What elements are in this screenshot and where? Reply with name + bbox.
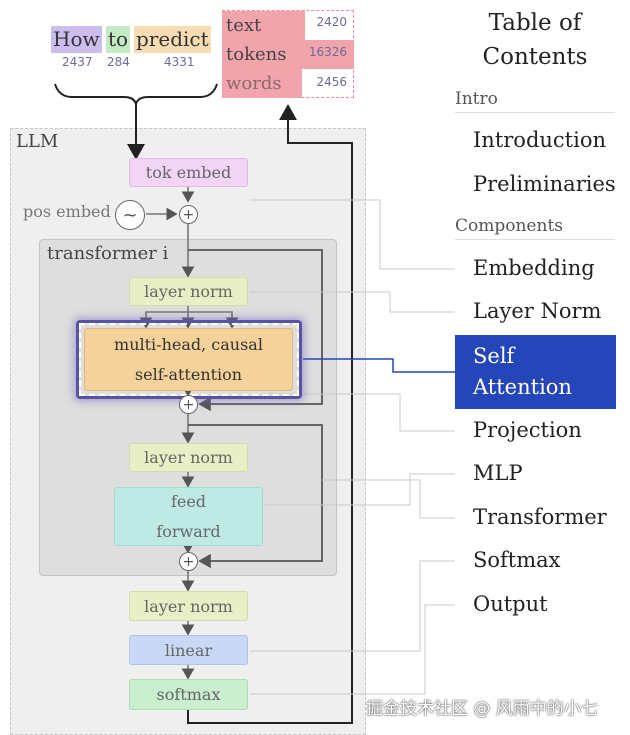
layer-norm-1-block[interactable]: layer norm bbox=[129, 277, 248, 306]
toc-item-self-attention[interactable]: Self Attention bbox=[455, 335, 616, 409]
layer-norm-final-block[interactable]: layer norm bbox=[129, 591, 248, 621]
toc-item-introduction[interactable]: Introduction bbox=[473, 128, 606, 152]
feed-forward-block[interactable]: feed forward bbox=[114, 487, 263, 546]
residual-2-plus-icon: + bbox=[179, 552, 198, 571]
toc-item-layer-norm[interactable]: Layer Norm bbox=[473, 299, 602, 323]
ffn-label-line2: forward bbox=[156, 521, 221, 541]
layer-norm-1-label: layer norm bbox=[144, 282, 233, 301]
toc-section-components: Components bbox=[455, 216, 615, 240]
toc-item-embedding[interactable]: Embedding bbox=[473, 256, 595, 280]
token-id-how: 2437 bbox=[62, 55, 93, 69]
llm-label: LLM bbox=[16, 131, 59, 152]
sine-wave-icon: ~ bbox=[115, 200, 145, 230]
toc-section-intro: Intro bbox=[455, 89, 615, 113]
linear-block[interactable]: linear bbox=[129, 635, 248, 665]
add-pos-plus-icon: + bbox=[179, 205, 198, 224]
toc-title-line1: Table of bbox=[488, 10, 582, 36]
toc-item-mlp[interactable]: MLP bbox=[473, 461, 523, 485]
output-token-tokens: tokens bbox=[222, 40, 354, 69]
toc-item-transformer[interactable]: Transformer bbox=[473, 505, 607, 529]
toc-self-attention-line1: Self bbox=[473, 344, 515, 368]
toc-title-line2: Contents bbox=[482, 44, 588, 70]
input-token-how: How bbox=[51, 26, 102, 53]
output-token-text: text bbox=[222, 11, 305, 40]
output-value-text: 2420 bbox=[316, 15, 347, 29]
softmax-label: softmax bbox=[156, 685, 221, 704]
input-token-to: to bbox=[106, 26, 131, 53]
layer-norm-final-label: layer norm bbox=[144, 596, 233, 616]
layer-norm-2-block[interactable]: layer norm bbox=[129, 443, 248, 472]
tok-embed-block[interactable]: tok embed bbox=[129, 158, 248, 187]
layer-norm-2-label: layer norm bbox=[144, 448, 233, 467]
attention-label-line1: multi-head, causal bbox=[114, 334, 263, 354]
toc-item-softmax[interactable]: Softmax bbox=[473, 548, 561, 572]
output-token-words: words bbox=[222, 69, 302, 98]
token-id-to: 284 bbox=[107, 55, 130, 69]
toc-item-output[interactable]: Output bbox=[473, 592, 548, 616]
watermark: 掘金技术社区 @ 风雨中的小七 bbox=[366, 699, 598, 719]
input-token-predict: predict bbox=[134, 26, 211, 53]
tok-embed-label: tok embed bbox=[145, 163, 232, 182]
token-id-predict: 4331 bbox=[164, 55, 195, 69]
pos-embed-label: pos embed bbox=[23, 202, 111, 221]
transformer-label: transformer i bbox=[47, 243, 169, 264]
toc-item-preliminaries[interactable]: Preliminaries bbox=[473, 172, 616, 196]
self-attention-block[interactable]: multi-head, causal self-attention bbox=[84, 328, 293, 391]
toc-title: Table of Contents bbox=[460, 6, 610, 74]
ffn-label-line1: feed bbox=[170, 491, 207, 511]
linear-label: linear bbox=[164, 640, 213, 660]
softmax-block[interactable]: softmax bbox=[129, 679, 248, 710]
output-value-words: 2456 bbox=[316, 75, 347, 89]
output-value-tokens: 16326 bbox=[308, 45, 347, 59]
toc-item-projection[interactable]: Projection bbox=[473, 418, 582, 442]
toc-self-attention-line2: Attention bbox=[473, 375, 572, 399]
attention-label-line2: self-attention bbox=[134, 364, 243, 384]
residual-1-plus-icon: + bbox=[179, 395, 198, 414]
